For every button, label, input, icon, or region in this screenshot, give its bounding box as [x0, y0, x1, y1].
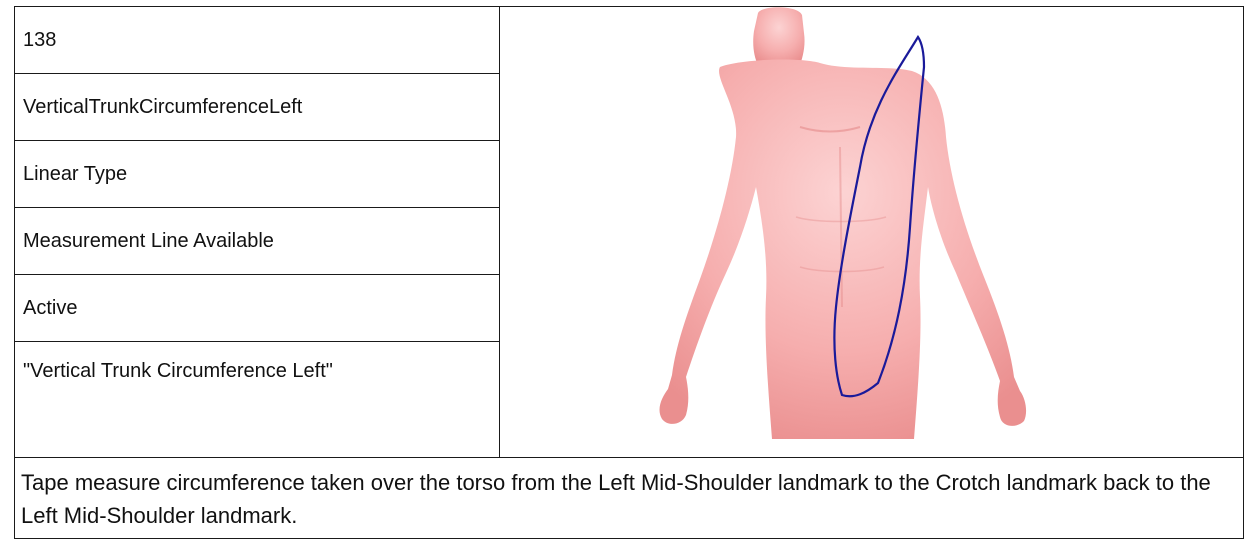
measurement-status: Active: [15, 275, 500, 342]
measurement-name: VerticalTrunkCircumferenceLeft: [15, 74, 500, 141]
measurement-type: Linear Type: [15, 141, 500, 208]
body-silhouette: [659, 7, 1026, 439]
body-figure: [500, 7, 1244, 439]
measurement-table: 138: [14, 6, 1244, 539]
body-figure-cell: [499, 7, 1243, 458]
measurement-sheet: 138: [0, 0, 1246, 521]
body-illustration: [500, 7, 1244, 439]
measurement-label: "Vertical Trunk Circumference Left": [15, 342, 500, 458]
measurement-description: Tape measure circumference taken over th…: [15, 458, 1244, 539]
measurement-line-status: Measurement Line Available: [15, 208, 500, 275]
measurement-id: 138: [15, 7, 500, 74]
